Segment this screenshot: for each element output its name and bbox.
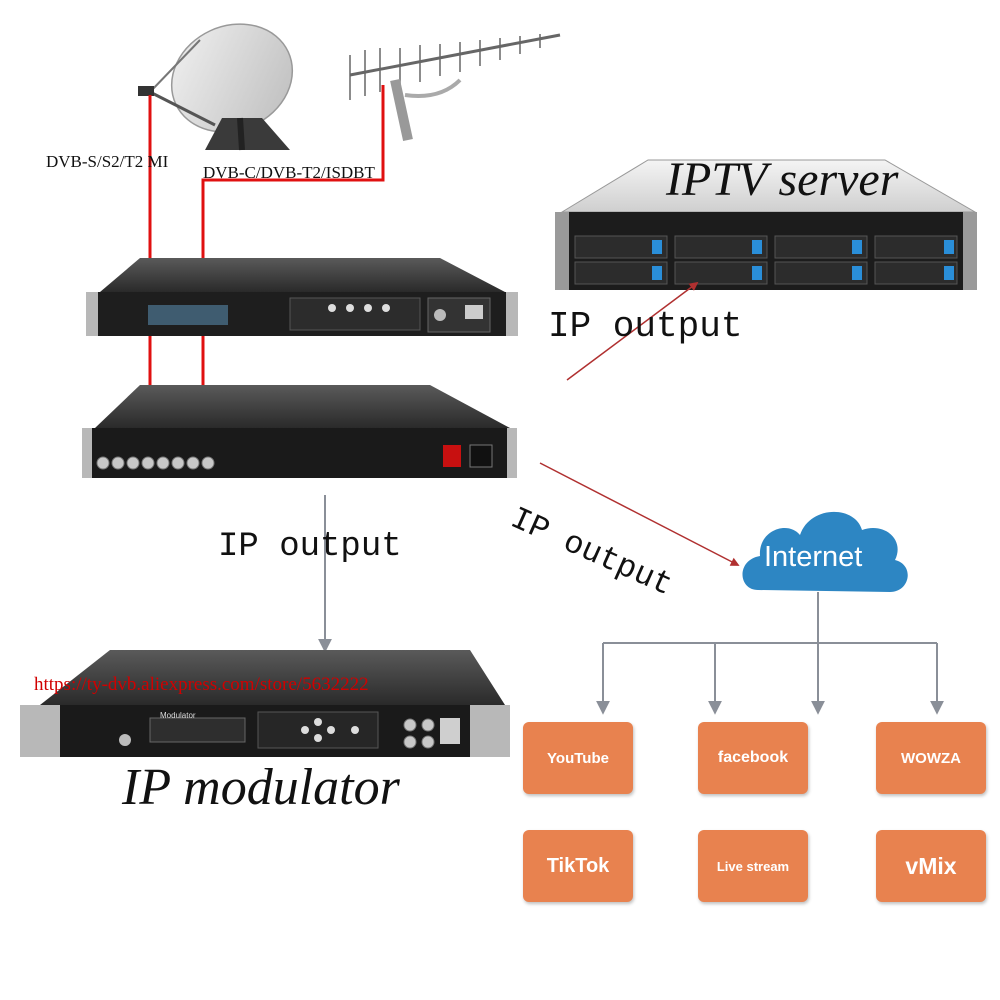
ip-output-label-server: IP output bbox=[548, 306, 743, 347]
service-connectors bbox=[596, 592, 944, 715]
signal-label-terrestrial: DVB-C/DVB-T2/ISDBT bbox=[203, 163, 375, 182]
ip-output-label-modulator: IP output bbox=[218, 528, 402, 566]
iptv-server-unit bbox=[555, 159, 977, 290]
ip-modulator-unit bbox=[20, 650, 510, 757]
modulator-panel-text: Modulator bbox=[160, 711, 196, 720]
receiver-unit bbox=[86, 258, 518, 336]
service-wowza: WOWZA bbox=[876, 722, 986, 794]
service-facebook: facebook bbox=[698, 722, 808, 794]
service-tiktok: TikTok bbox=[523, 830, 633, 902]
service-live-stream: Live stream bbox=[698, 830, 808, 902]
internet-label: Internet bbox=[764, 541, 863, 573]
service-youtube: YouTube bbox=[523, 722, 633, 794]
store-url-watermark: https://ty-dvb.aliexpress.com/store/5632… bbox=[34, 674, 369, 695]
yagi-antenna-icon bbox=[349, 33, 561, 142]
service-vmix: vMix bbox=[876, 830, 986, 902]
signal-label-satellite: DVB-S/S2/T2 MI bbox=[46, 152, 169, 171]
iptv-server-title: IPTV server bbox=[666, 153, 899, 206]
ip-modulator-title: IP modulator bbox=[122, 759, 400, 816]
satellite-dish-icon bbox=[138, 23, 294, 151]
tuner-unit bbox=[82, 385, 517, 478]
cloud-icon bbox=[742, 511, 908, 592]
